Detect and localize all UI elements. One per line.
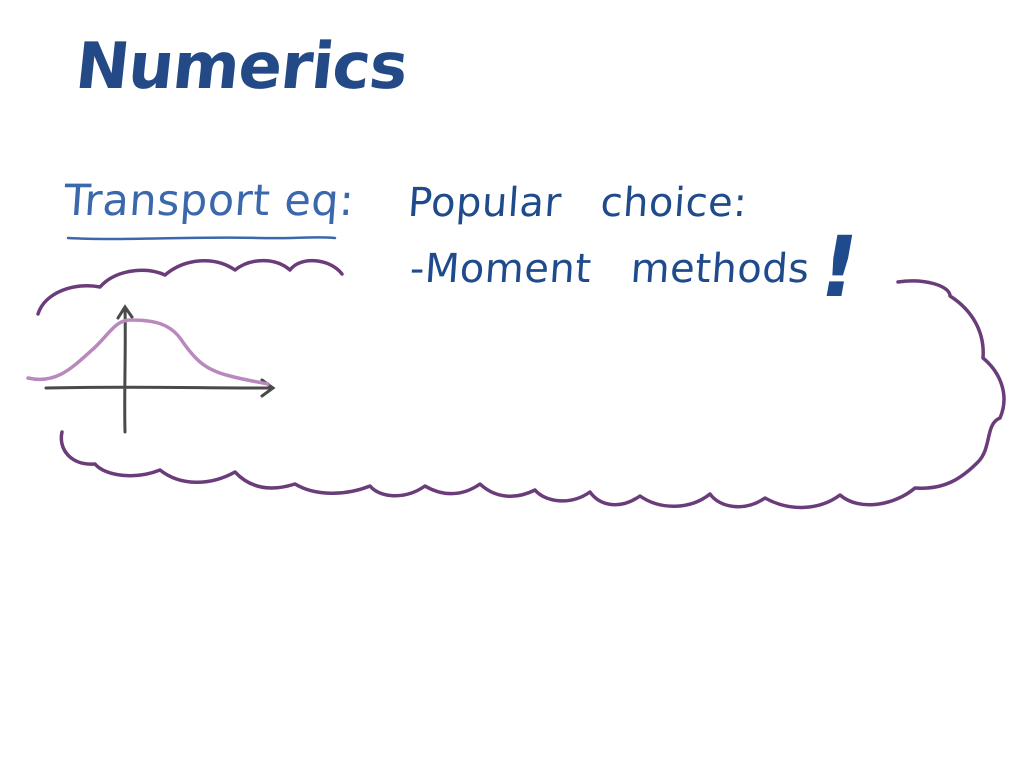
thought-cloud-icon (36, 258, 1006, 510)
axes-icon (44, 304, 276, 434)
heading-underline (66, 236, 337, 241)
distribution-curve-icon (26, 318, 270, 386)
